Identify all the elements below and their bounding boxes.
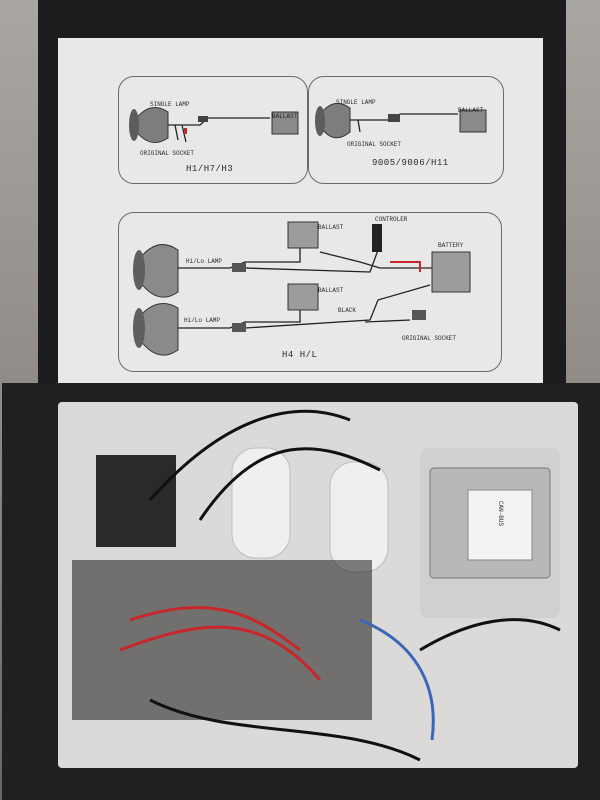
label-original-socket: ORIGINAL SOCKET bbox=[140, 150, 195, 157]
caption-9005-9006-h11: 9005/9006/H11 bbox=[372, 158, 449, 168]
lamp-h4-lower-icon bbox=[133, 303, 179, 356]
label-hilo-lamp-2: Hi/Lo LAMP bbox=[184, 317, 221, 324]
diagram-panel-h4 bbox=[118, 212, 502, 372]
label-ballast: BALLAST bbox=[272, 113, 298, 120]
label-battery: BATTERY bbox=[438, 242, 464, 249]
caption-h4-hl: H4 H/L bbox=[282, 350, 318, 360]
label-black: BLACK bbox=[338, 307, 357, 314]
diagram-panel-h1-h7-h3 bbox=[118, 76, 308, 184]
label-original-socket-3: ORIGINAL SOCKET bbox=[402, 335, 457, 342]
label-hilo-lamp-1: Hi/Lo LAMP bbox=[186, 258, 223, 265]
caption-h1-h7-h3: H1/H7/H3 bbox=[186, 164, 234, 174]
label-single-lamp-2: SINGLE LAMP bbox=[336, 99, 376, 106]
label-ballast-2: BALLAST bbox=[458, 107, 484, 114]
tray-contents bbox=[2, 383, 600, 800]
ballast-brand-label: CAN-BUS bbox=[497, 500, 505, 527]
label-controler: CONTROLER bbox=[375, 216, 408, 223]
label-ballast-4: BALLAST bbox=[318, 287, 344, 294]
label-original-socket-2: ORIGINAL SOCKET bbox=[347, 141, 402, 148]
lamp-h1-icon bbox=[129, 107, 169, 143]
label-single-lamp: SINGLE LAMP bbox=[150, 101, 190, 108]
lamp-9005-icon bbox=[315, 102, 351, 139]
diagram-panel-9005-9006-h11 bbox=[308, 76, 504, 184]
label-ballast-3: BALLAST bbox=[318, 224, 344, 231]
lamp-h4-upper-icon bbox=[133, 244, 179, 298]
